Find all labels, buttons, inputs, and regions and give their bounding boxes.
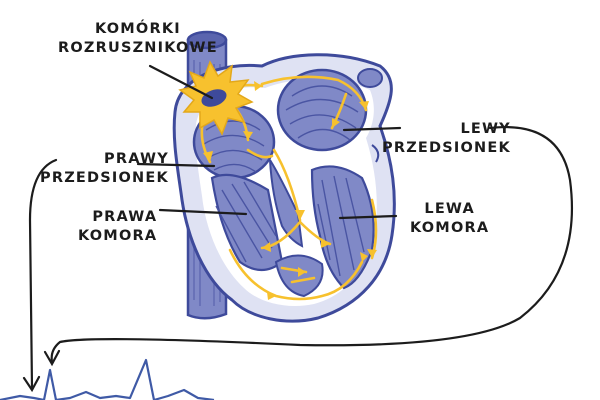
conduction-arrowheads [203,81,377,300]
label-line: ROZRUSZNIKOWE [58,40,218,56]
signal-arrowheads [22,349,61,393]
label-left-atrium: LEWY PRZEDSIONEK [382,120,511,158]
ecg-trace [0,358,215,400]
label-right-ventricle: PRAWA KOMORA [78,208,157,246]
label-left-ventricle: LEWA KOMORA [410,200,489,238]
label-line: KOMÓRKI [94,21,181,37]
label-line: LEWA [424,201,475,217]
label-line: PRZEDSIONEK [40,170,169,186]
label-line: LEWY [460,121,511,137]
label-line: KOMORA [410,220,490,236]
label-line: PRAWY [104,151,169,167]
label-line: PRAWA [92,209,158,225]
label-right-atrium: PRAWY PRZEDSIONEK [40,150,169,188]
left-ventricle [310,165,375,290]
label-line: KOMORA [78,228,158,244]
leader-lines [136,64,402,220]
label-line: PRZEDSIONEK [382,140,511,156]
signal-arrows [28,126,574,390]
label-pacemaker-cells: KOMÓRKI ROZRUSZNIKOWE [58,20,218,58]
pacemaker-node [178,60,254,136]
